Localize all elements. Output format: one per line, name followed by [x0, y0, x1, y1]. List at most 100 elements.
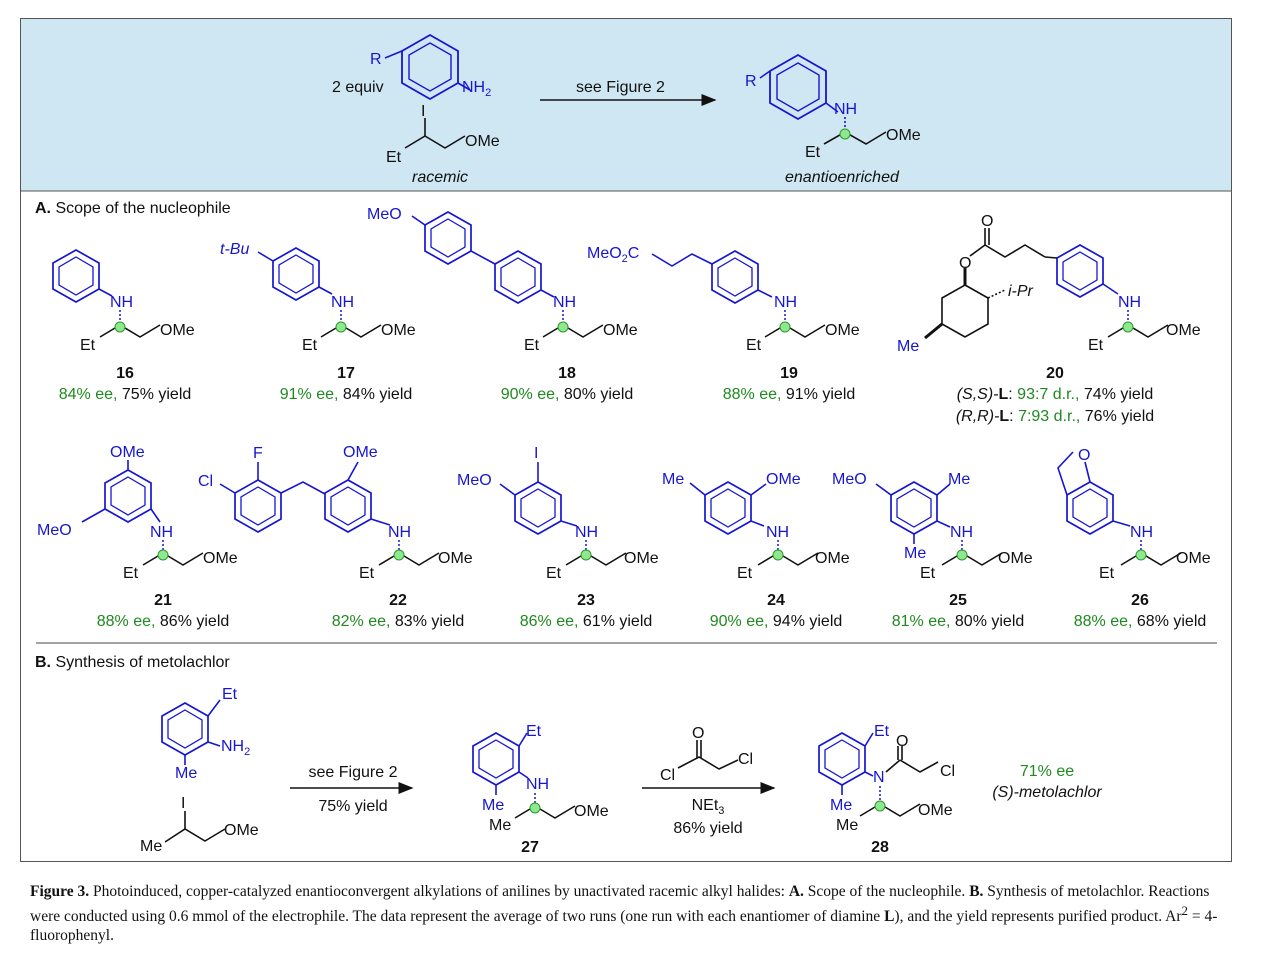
svg-text:Et: Et — [1099, 565, 1115, 582]
compound-id-24: 24 — [767, 592, 785, 609]
nh-16: NH — [110, 294, 133, 311]
svg-text:86% yield: 86% yield — [673, 820, 742, 837]
result-16: 84% ee, 75% yield — [59, 386, 192, 403]
svg-text:Me: Me — [830, 797, 852, 814]
compound-21: OMe MeO NH Et OMe — [37, 444, 238, 582]
top-arrow: see Figure 2 — [540, 79, 717, 106]
ipr-20: i-Pr — [1008, 283, 1034, 300]
svg-text:N: N — [873, 769, 885, 786]
svg-text:Me: Me — [904, 545, 926, 562]
compound-id-16: 16 — [116, 365, 134, 382]
svg-text:O: O — [959, 255, 971, 272]
compound-24: Me OMe NH Et OMe — [662, 471, 850, 582]
svg-text:NH: NH — [950, 524, 973, 541]
svg-text:I: I — [534, 445, 538, 462]
svg-text:see Figure 2: see Figure 2 — [309, 764, 398, 781]
tbu-label: t-Bu — [220, 241, 249, 258]
svg-text:Me: Me — [948, 471, 970, 488]
result-22: 82% ee, 83% yield — [332, 613, 465, 630]
svg-text:NH: NH — [766, 524, 789, 541]
svg-text:O: O — [981, 213, 993, 230]
svg-text:O: O — [692, 725, 704, 742]
row1-labels: 16 84% ee, 75% yield 17 91% ee, 84% yiel… — [59, 365, 1154, 425]
product-methoxy: OMe — [886, 127, 921, 144]
compound-16: NH Et OMe — [52, 249, 195, 354]
equiv-label: 2 equiv — [332, 79, 384, 96]
compound-id-23: 23 — [577, 592, 595, 609]
svg-text:OMe: OMe — [1176, 550, 1211, 567]
svg-text:Me: Me — [175, 765, 197, 782]
metolachlor-arrow-1: see Figure 2 75% yield — [290, 764, 414, 815]
svg-text:Et: Et — [80, 337, 96, 354]
compound-id-28: 28 — [871, 839, 889, 856]
result-18: 90% ee, 80% yield — [501, 386, 634, 403]
figure-caption: Figure 3. Photoinduced, copper-catalyzed… — [30, 883, 1218, 945]
svg-text:OMe: OMe — [160, 322, 195, 339]
svg-text:Et: Et — [874, 723, 890, 740]
svg-text:NH: NH — [150, 524, 173, 541]
net3-label: NEt3 — [692, 797, 725, 817]
compound-id-20: 20 — [1046, 365, 1064, 382]
svg-text:Et: Et — [546, 565, 562, 582]
svg-text:Et: Et — [524, 337, 540, 354]
compound-22: F Cl OMe NH Et OMe — [198, 444, 473, 582]
compound-id-25: 25 — [949, 592, 967, 609]
result-20-ss: (S,S)-L: 93:7 d.r., 74% yield — [957, 386, 1154, 403]
svg-text:NH: NH — [553, 294, 576, 311]
svg-text:Cl: Cl — [738, 751, 753, 768]
compound-id-18: 18 — [558, 365, 576, 382]
result-24: 90% ee, 94% yield — [710, 613, 843, 630]
top-arrow-label: see Figure 2 — [576, 79, 665, 96]
svg-text:Et: Et — [1088, 337, 1104, 354]
svg-text:OMe: OMe — [815, 550, 850, 567]
result-26: 88% ee, 68% yield — [1074, 613, 1207, 630]
svg-text:Cl: Cl — [940, 763, 955, 780]
compound-id-17: 17 — [337, 365, 355, 382]
metolachlor-electrophile: I Me OMe — [140, 795, 259, 855]
figure-frame — [20, 18, 1232, 862]
compound-26: O NH Et OMe — [1057, 447, 1211, 582]
compound-id-27: 27 — [521, 839, 539, 856]
svg-text:OMe: OMe — [381, 322, 416, 339]
svg-text:NH: NH — [526, 776, 549, 793]
compound-17: t-Bu NH Et OMe — [220, 241, 416, 354]
svg-text:Et: Et — [222, 686, 238, 703]
row2-labels: 21 88% ee, 86% yield 22 82% ee, 83% yiel… — [97, 592, 1207, 630]
svg-text:F: F — [253, 445, 263, 462]
product-28: Et N O Cl Me Me OMe 28 — [818, 723, 955, 856]
svg-text:OMe: OMe — [825, 322, 860, 339]
result-25: 81% ee, 80% yield — [892, 613, 1025, 630]
methoxy-label: OMe — [465, 133, 500, 150]
svg-text:OMe: OMe — [1166, 322, 1201, 339]
svg-text:OMe: OMe — [624, 550, 659, 567]
svg-text:Cl: Cl — [660, 767, 675, 784]
svg-text:Me: Me — [482, 797, 504, 814]
metolachlor-arrow-2: NEt3 86% yield — [642, 782, 776, 837]
result-20-rr: (R,R)-L: 7:93 d.r., 76% yield — [956, 408, 1154, 425]
svg-text:Me: Me — [662, 471, 684, 488]
product-ethyl: Et — [805, 144, 821, 161]
svg-text:Me: Me — [489, 817, 511, 834]
svg-text:OMe: OMe — [110, 444, 145, 461]
svg-text:Et: Et — [302, 337, 318, 354]
meo-18: MeO — [367, 206, 402, 223]
svg-text:OMe: OMe — [438, 550, 473, 567]
svg-text:Et: Et — [526, 723, 542, 740]
compound-23: I MeO NH Et OMe — [457, 445, 659, 582]
svg-text:NH: NH — [331, 294, 354, 311]
svg-text:NH: NH — [774, 294, 797, 311]
compound-id-22: 22 — [389, 592, 407, 609]
section-b-title: B. Synthesis of metolachlor — [35, 654, 230, 671]
svg-text:75% yield: 75% yield — [318, 798, 387, 815]
svg-text:NH: NH — [1118, 294, 1141, 311]
compound-id-19: 19 — [780, 365, 798, 382]
svg-text:OMe: OMe — [574, 803, 609, 820]
top-product: R NH Et OMe enantioenriched — [745, 53, 921, 186]
svg-text:MeO: MeO — [832, 471, 867, 488]
svg-text:I: I — [181, 795, 185, 812]
iodide-label: I — [421, 103, 425, 120]
svg-text:OMe: OMe — [603, 322, 638, 339]
svg-text:Et: Et — [359, 565, 375, 582]
compound-20: Me O O i-Pr NH Et OMe — [897, 213, 1201, 355]
result-19: 88% ee, 91% yield — [723, 386, 856, 403]
